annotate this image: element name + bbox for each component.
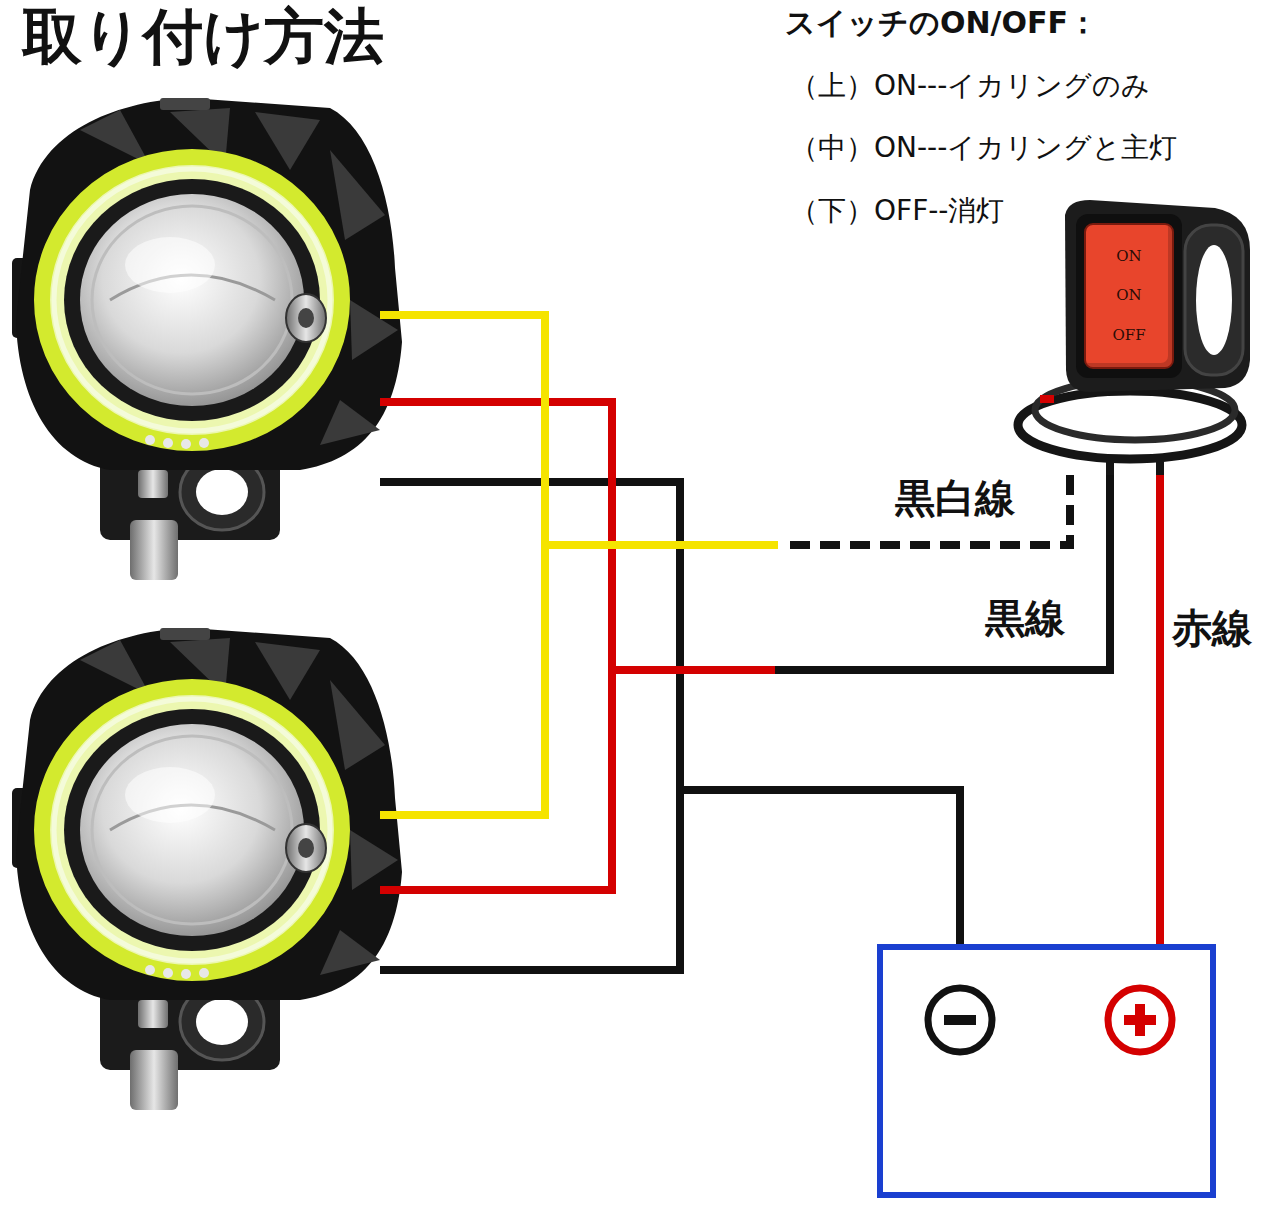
battery: [880, 947, 1213, 1195]
ring-wire: [380, 315, 545, 815]
switch-position-text: ON: [1116, 287, 1141, 304]
switch-position-note: （上）ON---イカリングのみ: [790, 72, 1150, 100]
handlebar-switch: [1018, 200, 1250, 475]
label-block: 赤線: [1172, 608, 1252, 648]
wire-name: 黒線: [985, 598, 1065, 638]
switch-black-wire: [775, 472, 1110, 670]
diagram-title: 取り付け方法: [22, 2, 384, 71]
label-block: 黒白線: [895, 478, 1015, 518]
led-lamp: [12, 628, 402, 1110]
switch-legend-heading: スイッチのON/OFF：: [785, 8, 1098, 38]
label-block: （上）ON---イカリングのみ: [790, 72, 1150, 100]
label-block: （下）OFF--消灯: [790, 197, 1004, 225]
switch-black-white-wire: [790, 472, 1070, 545]
switch-position-text: OFF: [1112, 327, 1145, 344]
title-block: 取り付け方法: [22, 2, 384, 71]
label-block: （中）ON---イカリングと主灯: [790, 134, 1177, 162]
switch-position-note: （中）ON---イカリングと主灯: [790, 134, 1177, 162]
switch-button: ON ON OFF: [1084, 223, 1174, 369]
ground-wire: [380, 482, 680, 970]
ground-wire: [680, 790, 960, 945]
wire-name: 黒白線: [895, 478, 1015, 518]
label-block: 黒線: [985, 598, 1065, 638]
wire-name: 赤線: [1172, 608, 1252, 648]
main-light-wire: [612, 666, 775, 674]
label-block: スイッチのON/OFF：: [785, 8, 1098, 38]
ring-wire: [545, 541, 778, 549]
led-lamp: [12, 98, 402, 580]
power-wire: [1156, 472, 1164, 945]
switch-position-note: （下）OFF--消灯: [790, 197, 1004, 225]
switch-position-text: ON: [1116, 248, 1141, 265]
